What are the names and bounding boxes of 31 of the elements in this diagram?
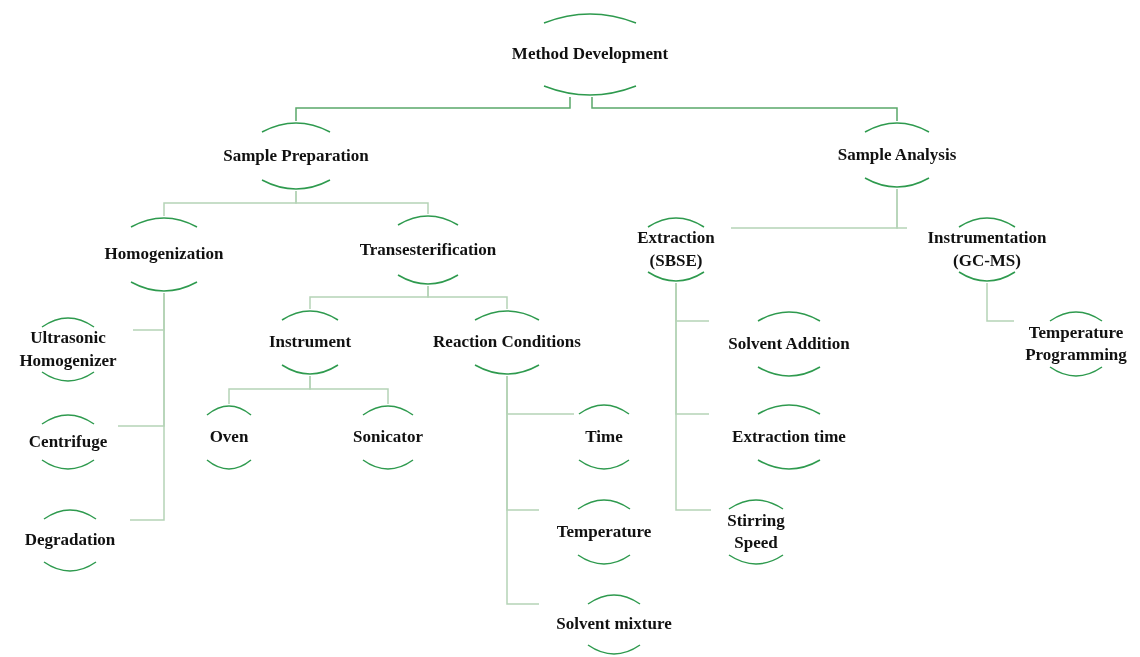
connector-line (309, 375, 389, 405)
connector-line (986, 282, 1015, 322)
node-label: Centrifuge (28, 430, 108, 453)
connector-line (295, 96, 571, 122)
connector-line (896, 188, 908, 229)
node-label: Degradation (24, 529, 116, 552)
node-label: Instrument (268, 331, 352, 354)
node-label: Time (585, 425, 623, 448)
node-label: Stirring Speed (726, 509, 786, 554)
node-label: Temperature (556, 520, 652, 543)
node-label: Ultrasonic Homogenizer (18, 327, 118, 372)
node-label: Sample Preparation (223, 144, 369, 167)
node-label: Solvent Addition (728, 332, 850, 355)
node-label: Sonicator (353, 426, 423, 449)
node-label: Reaction Conditions (433, 331, 581, 354)
connector-line (591, 96, 898, 122)
node-label: Solvent mixture (556, 613, 672, 636)
node-label: Sample Analysis (837, 143, 957, 166)
node-label: Homogenization (104, 243, 224, 266)
node-label: Oven (209, 426, 249, 449)
node-label: Transesterification (359, 238, 497, 261)
connector-line (675, 282, 712, 511)
connector-line (427, 285, 508, 310)
node-label: Instrumentation (GC-MS) (926, 227, 1048, 272)
node-label: Extraction time (732, 425, 846, 448)
node-label: Extraction (SBSE) (636, 227, 716, 272)
connector-line (506, 375, 540, 605)
node-label: Method Development (511, 43, 669, 66)
node-label: Temperature Programming (1024, 321, 1128, 366)
connector-line (295, 190, 429, 215)
connector-line (129, 292, 165, 521)
